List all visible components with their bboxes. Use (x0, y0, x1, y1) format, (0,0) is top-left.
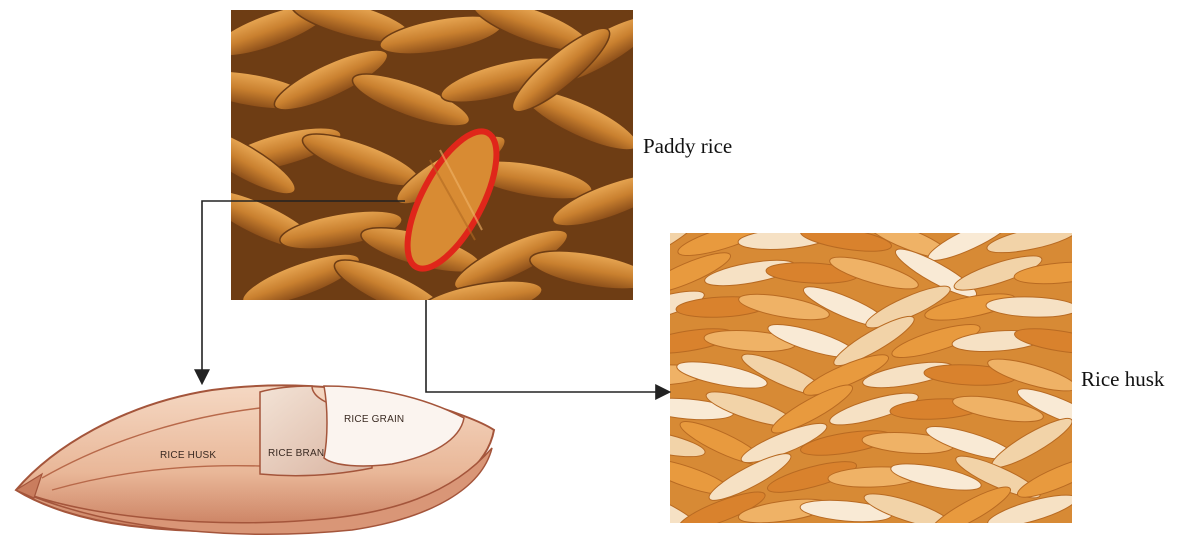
arrow-to-husk-photo (426, 300, 668, 392)
arrow-to-grain-illustration (202, 201, 405, 382)
